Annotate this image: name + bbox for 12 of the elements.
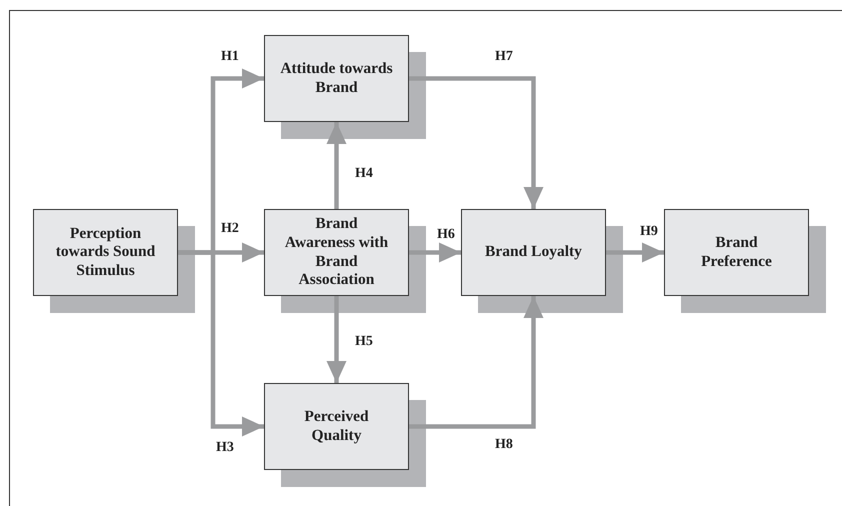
box-label: Perception towards Sound Stimulus <box>54 224 156 280</box>
arrow <box>326 296 346 383</box>
box-label: Brand Loyalty <box>485 243 582 262</box>
box-label: Brand Preference <box>700 234 773 272</box>
arrow <box>409 76 544 209</box>
arrow <box>606 242 664 262</box>
arrow <box>326 122 346 209</box>
arrow <box>409 242 461 262</box>
box-label: Perceived Quality <box>303 408 370 446</box>
box-label: Attitude towards Brand <box>279 60 394 98</box>
arrow <box>409 296 544 429</box>
box-label: Brand Awareness with Brand Association <box>284 215 390 290</box>
